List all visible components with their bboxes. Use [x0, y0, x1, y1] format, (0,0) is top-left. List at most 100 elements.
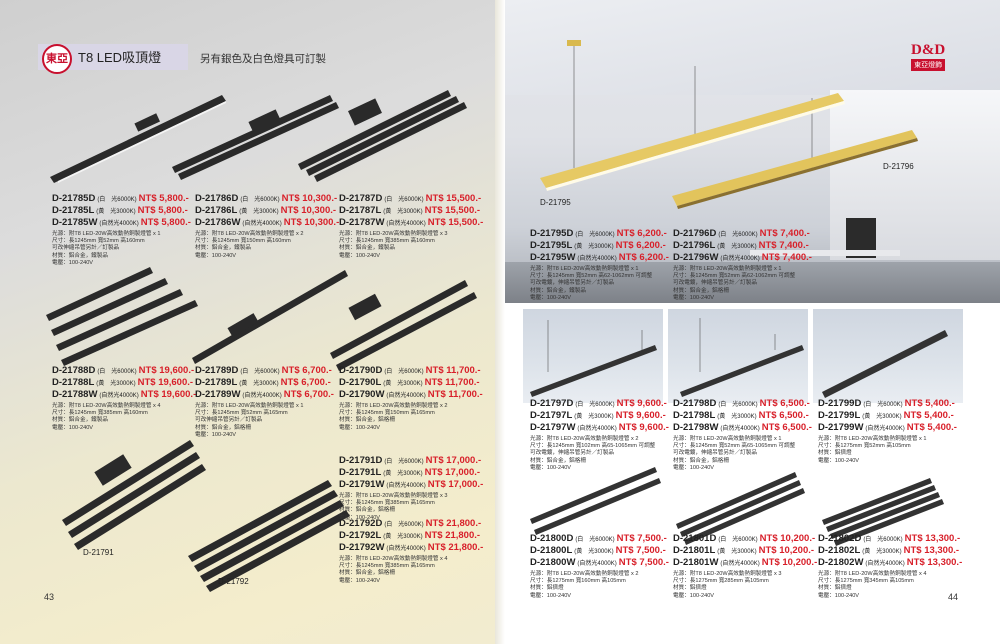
model-code: D-21792D: [339, 518, 383, 529]
price: NT$ 9,600.-: [618, 422, 669, 433]
model-code: D-21798L: [673, 410, 716, 421]
price: NT$ 11,700.-: [427, 389, 483, 400]
color-temp: (白 光6000K): [718, 537, 758, 543]
model-row: D-21785L(黃 光3000K)NT$ 5,800.-: [52, 205, 191, 217]
spec-line: 光源：附T8 LED-20W高效動熱銅製燈管 x 1: [818, 436, 927, 442]
color-temp: (自然光4000K): [577, 561, 617, 567]
product-block: D-21800D(白 光6000K)NT$ 7,500.-D-21800L(黃 …: [530, 533, 669, 600]
spec-line: 電壓：100-240V: [673, 294, 715, 301]
price: NT$ 19,600.-: [140, 389, 197, 400]
spec-line: 電壓：100-240V: [195, 431, 237, 438]
price: NT$ 10,300.-: [281, 193, 338, 204]
color-temp: (自然光4000K): [865, 426, 905, 432]
price: NT$ 17,000.-: [425, 455, 482, 466]
model-row: D-21786D(白 光6000K)NT$ 10,300.-: [195, 193, 339, 205]
color-temp: (黃 光3000K): [717, 549, 757, 555]
spec-line: 電壓：100-240V: [339, 252, 381, 259]
spec-line: 尺寸：長1245mm 寬52mm 高62-1062mm 可調整: [530, 273, 653, 280]
spec-line: 電壓：100-240V: [195, 252, 237, 259]
product-block: D-21801D(白 光6000K)NT$ 10,200.-D-21801L(黃…: [673, 533, 817, 600]
color-temp: (白 光6000K): [863, 402, 903, 408]
color-temp: (白 光6000K): [718, 402, 758, 408]
model-code: D-21802L: [818, 545, 861, 556]
spec-line: 可改電鍍，伸縮吊管另計／訂製品: [673, 450, 757, 457]
spec-line: 光源：附T8 LED-20W高效動熱銅製燈管 x 1: [52, 231, 161, 237]
spec-line: 可改伸縮吊管另計／訂製品: [195, 417, 263, 424]
spec-line: 尺寸：長1245mm 寬52mm 高65-1065mm 可調整: [673, 443, 796, 450]
color-temp: (黃 光3000K): [383, 534, 423, 540]
product-block: D-21802D(白 光6000K)NT$ 13,300.-D-21802L(黃…: [818, 533, 962, 600]
product-block: D-21786D(白 光6000K)NT$ 10,300.-D-21786L(黃…: [195, 193, 339, 260]
model-row: D-21797L(黃 光3000K)NT$ 9,600.-: [530, 410, 669, 422]
model-row: D-21791D(白 光6000K)NT$ 17,000.-: [339, 455, 483, 467]
model-code: D-21798W: [673, 422, 719, 433]
spec-line: 可改電鍍，伸縮吊管另計／訂製品: [530, 450, 614, 457]
model-code: D-21800L: [530, 545, 573, 556]
model-code: D-21790L: [339, 377, 382, 388]
model-code: D-21790D: [339, 365, 383, 376]
model-row: D-21798W(自然光4000K)NT$ 6,500.-: [673, 422, 812, 434]
model-row: D-21791L(黃 光3000K)NT$ 17,000.-: [339, 467, 483, 479]
price: NT$ 15,500.-: [424, 205, 481, 216]
model-code: D-21788L: [52, 377, 95, 388]
model-code: D-21789D: [195, 365, 239, 376]
model-row: D-21802L(黃 光3000K)NT$ 13,300.-: [818, 545, 962, 557]
color-temp: (自然光4000K): [577, 256, 617, 262]
price: NT$ 11,700.-: [424, 377, 480, 388]
price: NT$ 9,600.-: [616, 398, 667, 409]
color-temp: (自然光4000K): [386, 393, 426, 399]
price: NT$ 19,600.-: [137, 377, 194, 388]
model-row: D-21789W(自然光4000K)NT$ 6,700.-: [195, 389, 334, 401]
model-code: D-21787D: [339, 193, 383, 204]
model-row: D-21797D(白 光6000K)NT$ 9,600.-: [530, 398, 669, 410]
model-row: D-21785W(自然光4000K)NT$ 5,800.-: [52, 217, 191, 229]
spec-line: 可改電鍍，伸縮吊管另計／訂製品: [530, 280, 614, 287]
spec-line: 尺寸：長1245mm 寬150mm 高160mm: [195, 238, 291, 245]
price: NT$ 7,500.-: [616, 533, 667, 544]
model-code: D-21785L: [52, 205, 95, 216]
color-temp: (自然光4000K): [577, 426, 617, 432]
price: NT$ 6,700.-: [283, 389, 334, 400]
color-temp: (自然光4000K): [865, 561, 905, 567]
model-row: D-21790W(自然光4000K)NT$ 11,700.-: [339, 389, 483, 401]
model-code: D-21785D: [52, 193, 96, 204]
model-code: D-21789L: [195, 377, 238, 388]
spec-line: 材質：鋁擠燈: [818, 585, 852, 592]
model-code: D-21795W: [530, 252, 576, 263]
color-temp: (白 光6000K): [575, 402, 615, 408]
model-row: D-21790L(黃 光3000K)NT$ 11,700.-: [339, 377, 483, 389]
color-temp: (黃 光3000K): [574, 549, 614, 555]
spec-line: 光源：附T8 LED-20W高效動熱銅製燈管 x 1: [673, 266, 782, 272]
spec-line: 電壓：100-240V: [673, 592, 715, 599]
spec-line: 材質：鋁合金，鐵製品: [339, 245, 395, 252]
spec-line: 電壓：100-240V: [818, 592, 860, 599]
color-temp: (黃 光3000K): [96, 209, 136, 215]
model-code: D-21800D: [530, 533, 574, 544]
color-temp: (白 光6000K): [575, 232, 615, 238]
color-temp: (白 光6000K): [240, 197, 280, 203]
model-row: D-21788W(自然光4000K)NT$ 19,600.-: [52, 389, 196, 401]
price: NT$ 6,500.-: [761, 422, 812, 433]
price: NT$ 10,300.-: [280, 205, 337, 216]
model-row: D-21795D(白 光6000K)NT$ 6,200.-: [530, 228, 669, 240]
model-code: D-21798D: [673, 398, 717, 409]
color-temp: (自然光4000K): [99, 393, 139, 399]
model-code: D-21787W: [339, 217, 385, 228]
color-temp: (黃 光3000K): [862, 414, 902, 420]
model-row: D-21786W(自然光4000K)NT$ 10,300.-: [195, 217, 339, 229]
model-row: D-21795L(黃 光3000K)NT$ 6,200.-: [530, 240, 669, 252]
price: NT$ 5,800.-: [138, 193, 189, 204]
model-code: D-21797W: [530, 422, 576, 433]
spec-line: 材質：鋁擠燈: [818, 450, 852, 457]
spec-line: 材質：鋁合金，鋁格柵: [339, 507, 395, 514]
model-code: D-21796W: [673, 252, 719, 263]
model-row: D-21801W(自然光4000K)NT$ 10,200.-: [673, 557, 817, 569]
model-code: D-21801D: [673, 533, 717, 544]
spec-line: 尺寸：長1245mm 寬52mm 高165mm: [195, 410, 288, 417]
model-code: D-21801L: [673, 545, 716, 556]
color-temp: (白 光6000K): [97, 369, 137, 375]
